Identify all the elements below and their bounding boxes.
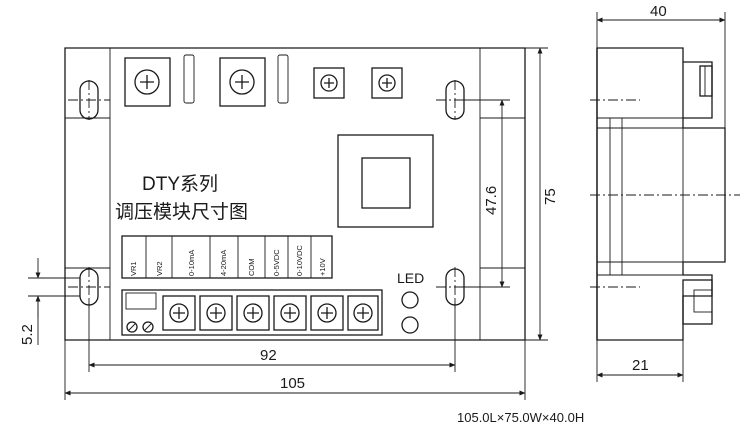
- dim-47-6: 47.6: [483, 186, 500, 215]
- dim-92: 92: [260, 347, 277, 364]
- terminal-label-com: COM: [247, 259, 256, 277]
- dim-105: 105: [280, 375, 305, 392]
- terminal-label-4-20ma: 4-20mA: [219, 250, 228, 276]
- front-view: DTY系列 调压模块尺寸图 VR1 VR2 0-10mA 4-20mA COM …: [64, 47, 526, 341]
- terminal-label-vr1: VR1: [129, 261, 138, 276]
- dim-75: 75: [542, 188, 559, 205]
- terminal-label-0-10vdc: 0-10VDC: [295, 245, 304, 276]
- terminal-labels: VR1 VR2 0-10mA 4-20mA COM 0-5VDC 0-10VDC…: [129, 245, 327, 276]
- screw-terminals: [162, 295, 379, 331]
- side-dimensions: 40 21: [596, 3, 726, 382]
- terminal-label-0-10ma: 0-10mA: [187, 250, 196, 276]
- potentiometer-4: [371, 67, 403, 99]
- side-view: [590, 47, 740, 341]
- mounting-slot-top-left: [79, 80, 99, 120]
- led-indicator-1: [401, 291, 419, 309]
- led-indicator-2: [401, 316, 419, 334]
- mounting-slot-bottom-left: [79, 268, 99, 306]
- potentiometer-1: [124, 57, 171, 107]
- terminal-label-0-5vdc: 0-5VDC: [272, 249, 281, 276]
- front-dimensions: 92 105 75 47.6 5.2: [19, 47, 559, 400]
- dim-21: 21: [632, 357, 649, 374]
- terminal-block: [121, 289, 383, 336]
- dim-5-2: 5.2: [19, 324, 36, 345]
- dim-40: 40: [650, 3, 667, 20]
- spec-text: 105.0L×75.0W×40.0H: [457, 410, 585, 425]
- terminal-label-vr2: VR2: [155, 261, 164, 276]
- diagram-subtitle: 调压模块尺寸图: [115, 201, 248, 223]
- led-label: LED: [397, 270, 424, 286]
- side-body-outline: [596, 47, 726, 341]
- potentiometer-3: [313, 67, 345, 99]
- potentiometer-2: [219, 57, 266, 107]
- mounting-slot-bottom-right: [445, 268, 465, 306]
- transformer-block: [337, 134, 434, 228]
- diagram-title: DTY系列: [142, 173, 218, 195]
- terminal-label-strip: [121, 235, 333, 279]
- mounting-slot-top-right: [445, 80, 465, 120]
- terminal-label-10v: +10V: [318, 258, 327, 276]
